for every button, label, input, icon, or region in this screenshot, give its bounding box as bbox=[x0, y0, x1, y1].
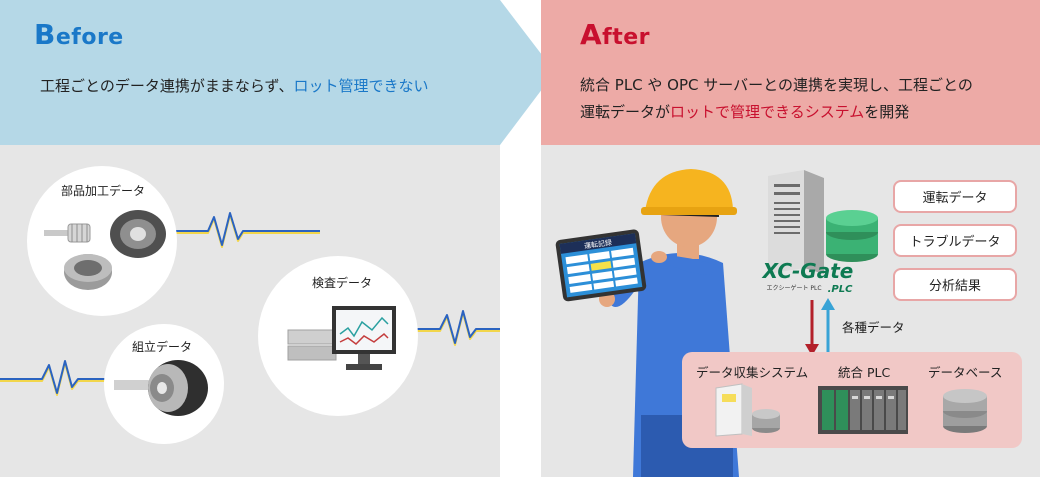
system-label-plc: 統合 PLC bbox=[838, 365, 891, 380]
tablet-title: 運転記録 bbox=[583, 238, 612, 251]
parts-label: 部品加工データ bbox=[61, 184, 146, 198]
after-header-bg bbox=[541, 0, 1040, 145]
data-flow-arrows bbox=[805, 298, 835, 356]
arrow-label: 各種データ bbox=[842, 320, 905, 335]
before-description: 工程ごとのデータ連携がままならず、ロット管理できない bbox=[40, 77, 429, 95]
system-label-collect: データ収集システム bbox=[696, 365, 809, 380]
signal-lines bbox=[0, 212, 500, 396]
tag-analysis-results: 分析結果 bbox=[893, 268, 1017, 301]
before-heading: Before bbox=[34, 18, 124, 51]
xc-gate-logo-sub: エクシーゲート PLC bbox=[766, 284, 821, 292]
inspection-pc-icon bbox=[287, 306, 396, 370]
machined-parts-icon bbox=[44, 210, 166, 290]
tag-trouble-data: トラブルデータ bbox=[893, 224, 1017, 257]
data-collection-server-icon bbox=[715, 383, 780, 437]
tag-operation-data: 運転データ bbox=[893, 180, 1017, 213]
inspection-label: 検査データ bbox=[312, 276, 373, 290]
after-heading: After bbox=[580, 18, 651, 51]
before-header-bg bbox=[0, 0, 555, 145]
xc-gate-logo-plc: .PLC bbox=[828, 284, 854, 295]
xc-gate-server: XC-Gate エクシーゲート PLC .PLC bbox=[761, 170, 878, 295]
system-label-database: データベース bbox=[928, 365, 1003, 380]
integrated-plc-icon bbox=[818, 386, 908, 434]
assembly-label: 組立データ bbox=[132, 340, 193, 354]
after-description: 統合 PLC や OPC サーバーとの連携を実現し、工程ごとの 運転データがロッ… bbox=[580, 76, 973, 121]
database-icon bbox=[943, 389, 987, 433]
xc-gate-logo: XC-Gate bbox=[761, 259, 854, 283]
assembly-part-icon bbox=[114, 360, 208, 416]
